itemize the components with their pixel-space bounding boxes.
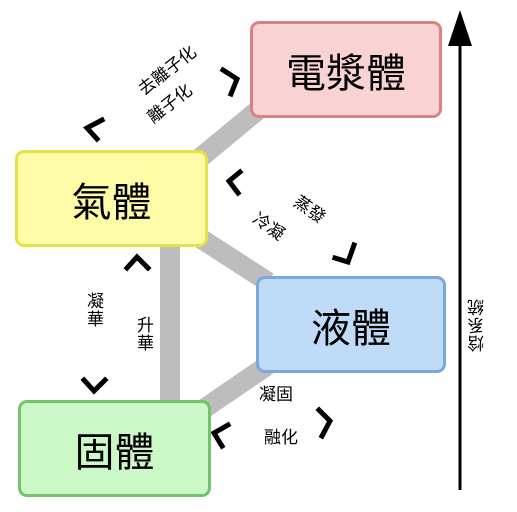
connector-solid-liquid (199, 356, 274, 417)
chevron-deposition-icon (80, 376, 109, 395)
plasma-state-box: 電漿體 (250, 21, 442, 118)
connector-gas-plasma (193, 102, 265, 166)
chevron-melting-icon (210, 421, 232, 450)
chevron-sublimation-icon (123, 253, 152, 272)
solid-state-label: 固體 (74, 429, 155, 476)
gas-state-box: 氣體 (15, 150, 208, 247)
chevron-freezing-icon (315, 406, 334, 440)
plasma-state-label: 電漿體 (286, 50, 406, 97)
liquid-state-box: 液體 (256, 276, 446, 373)
enthalpy-axis (448, 10, 472, 490)
enthalpy-axis-label: 焓系統 (468, 298, 488, 352)
freezing-label: 凝固 (259, 385, 293, 405)
connector-gas-liquid (194, 229, 274, 291)
chevron-ionization-icon (219, 66, 241, 98)
deposition-label: 凝華 (83, 292, 103, 328)
chevron-condensation-icon (225, 168, 244, 197)
gas-state-label: 氣體 (71, 179, 152, 226)
chevron-deionization-icon (82, 116, 106, 143)
chevron-vaporization-icon (331, 241, 358, 266)
sublimation-label: 升華 (133, 316, 153, 352)
solid-state-box: 固體 (18, 400, 211, 497)
chevrons (80, 66, 358, 450)
liquid-state-label: 液體 (311, 305, 391, 352)
connector-lines (160, 102, 274, 417)
melting-label: 融化 (264, 428, 298, 448)
enthalpy-axis-arrowhead-icon (448, 10, 472, 46)
